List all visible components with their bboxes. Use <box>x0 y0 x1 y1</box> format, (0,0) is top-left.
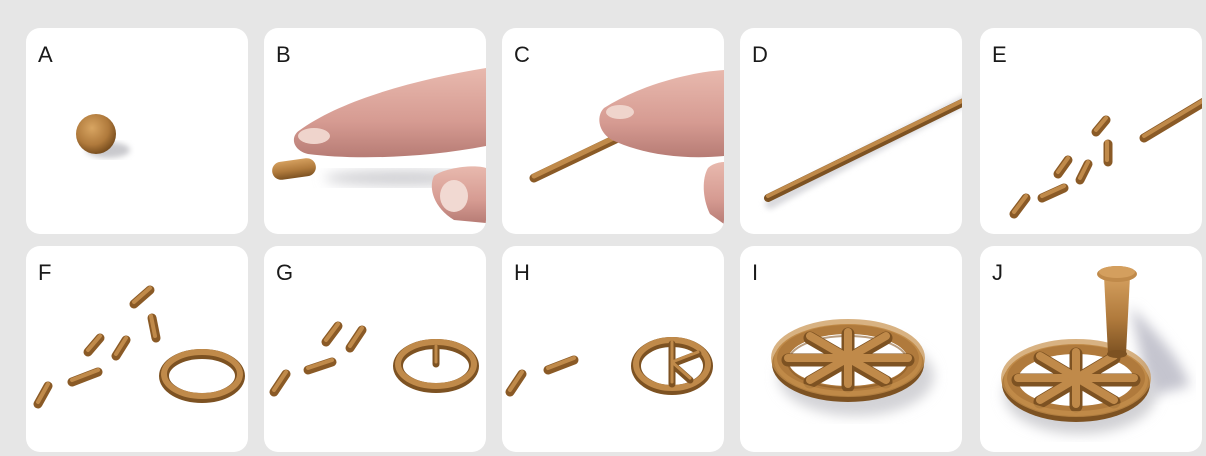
ring-with-spoke-image <box>264 246 486 452</box>
finger-rolling-image <box>264 28 486 234</box>
wheel-image <box>740 246 962 452</box>
ring-with-spokes-image <box>502 246 724 452</box>
panel-b: B <box>264 28 486 234</box>
cut-pieces-image <box>980 28 1202 234</box>
panel-j: J <box>980 246 1202 452</box>
panel-h: H <box>502 246 724 452</box>
finger-rolling-long-image <box>502 28 724 234</box>
clay-rope-image <box>740 28 962 234</box>
panel-e: E <box>980 28 1202 234</box>
panel-g: G <box>264 246 486 452</box>
panel-a: A <box>26 28 248 234</box>
panel-d: D <box>740 28 962 234</box>
clay-ball-image <box>26 28 248 234</box>
panel-c: C <box>502 28 724 234</box>
panel-i: I <box>740 246 962 452</box>
wheel-with-handle-image <box>980 246 1202 452</box>
panel-f: F <box>26 246 248 452</box>
ring-and-pieces-image <box>26 246 248 452</box>
